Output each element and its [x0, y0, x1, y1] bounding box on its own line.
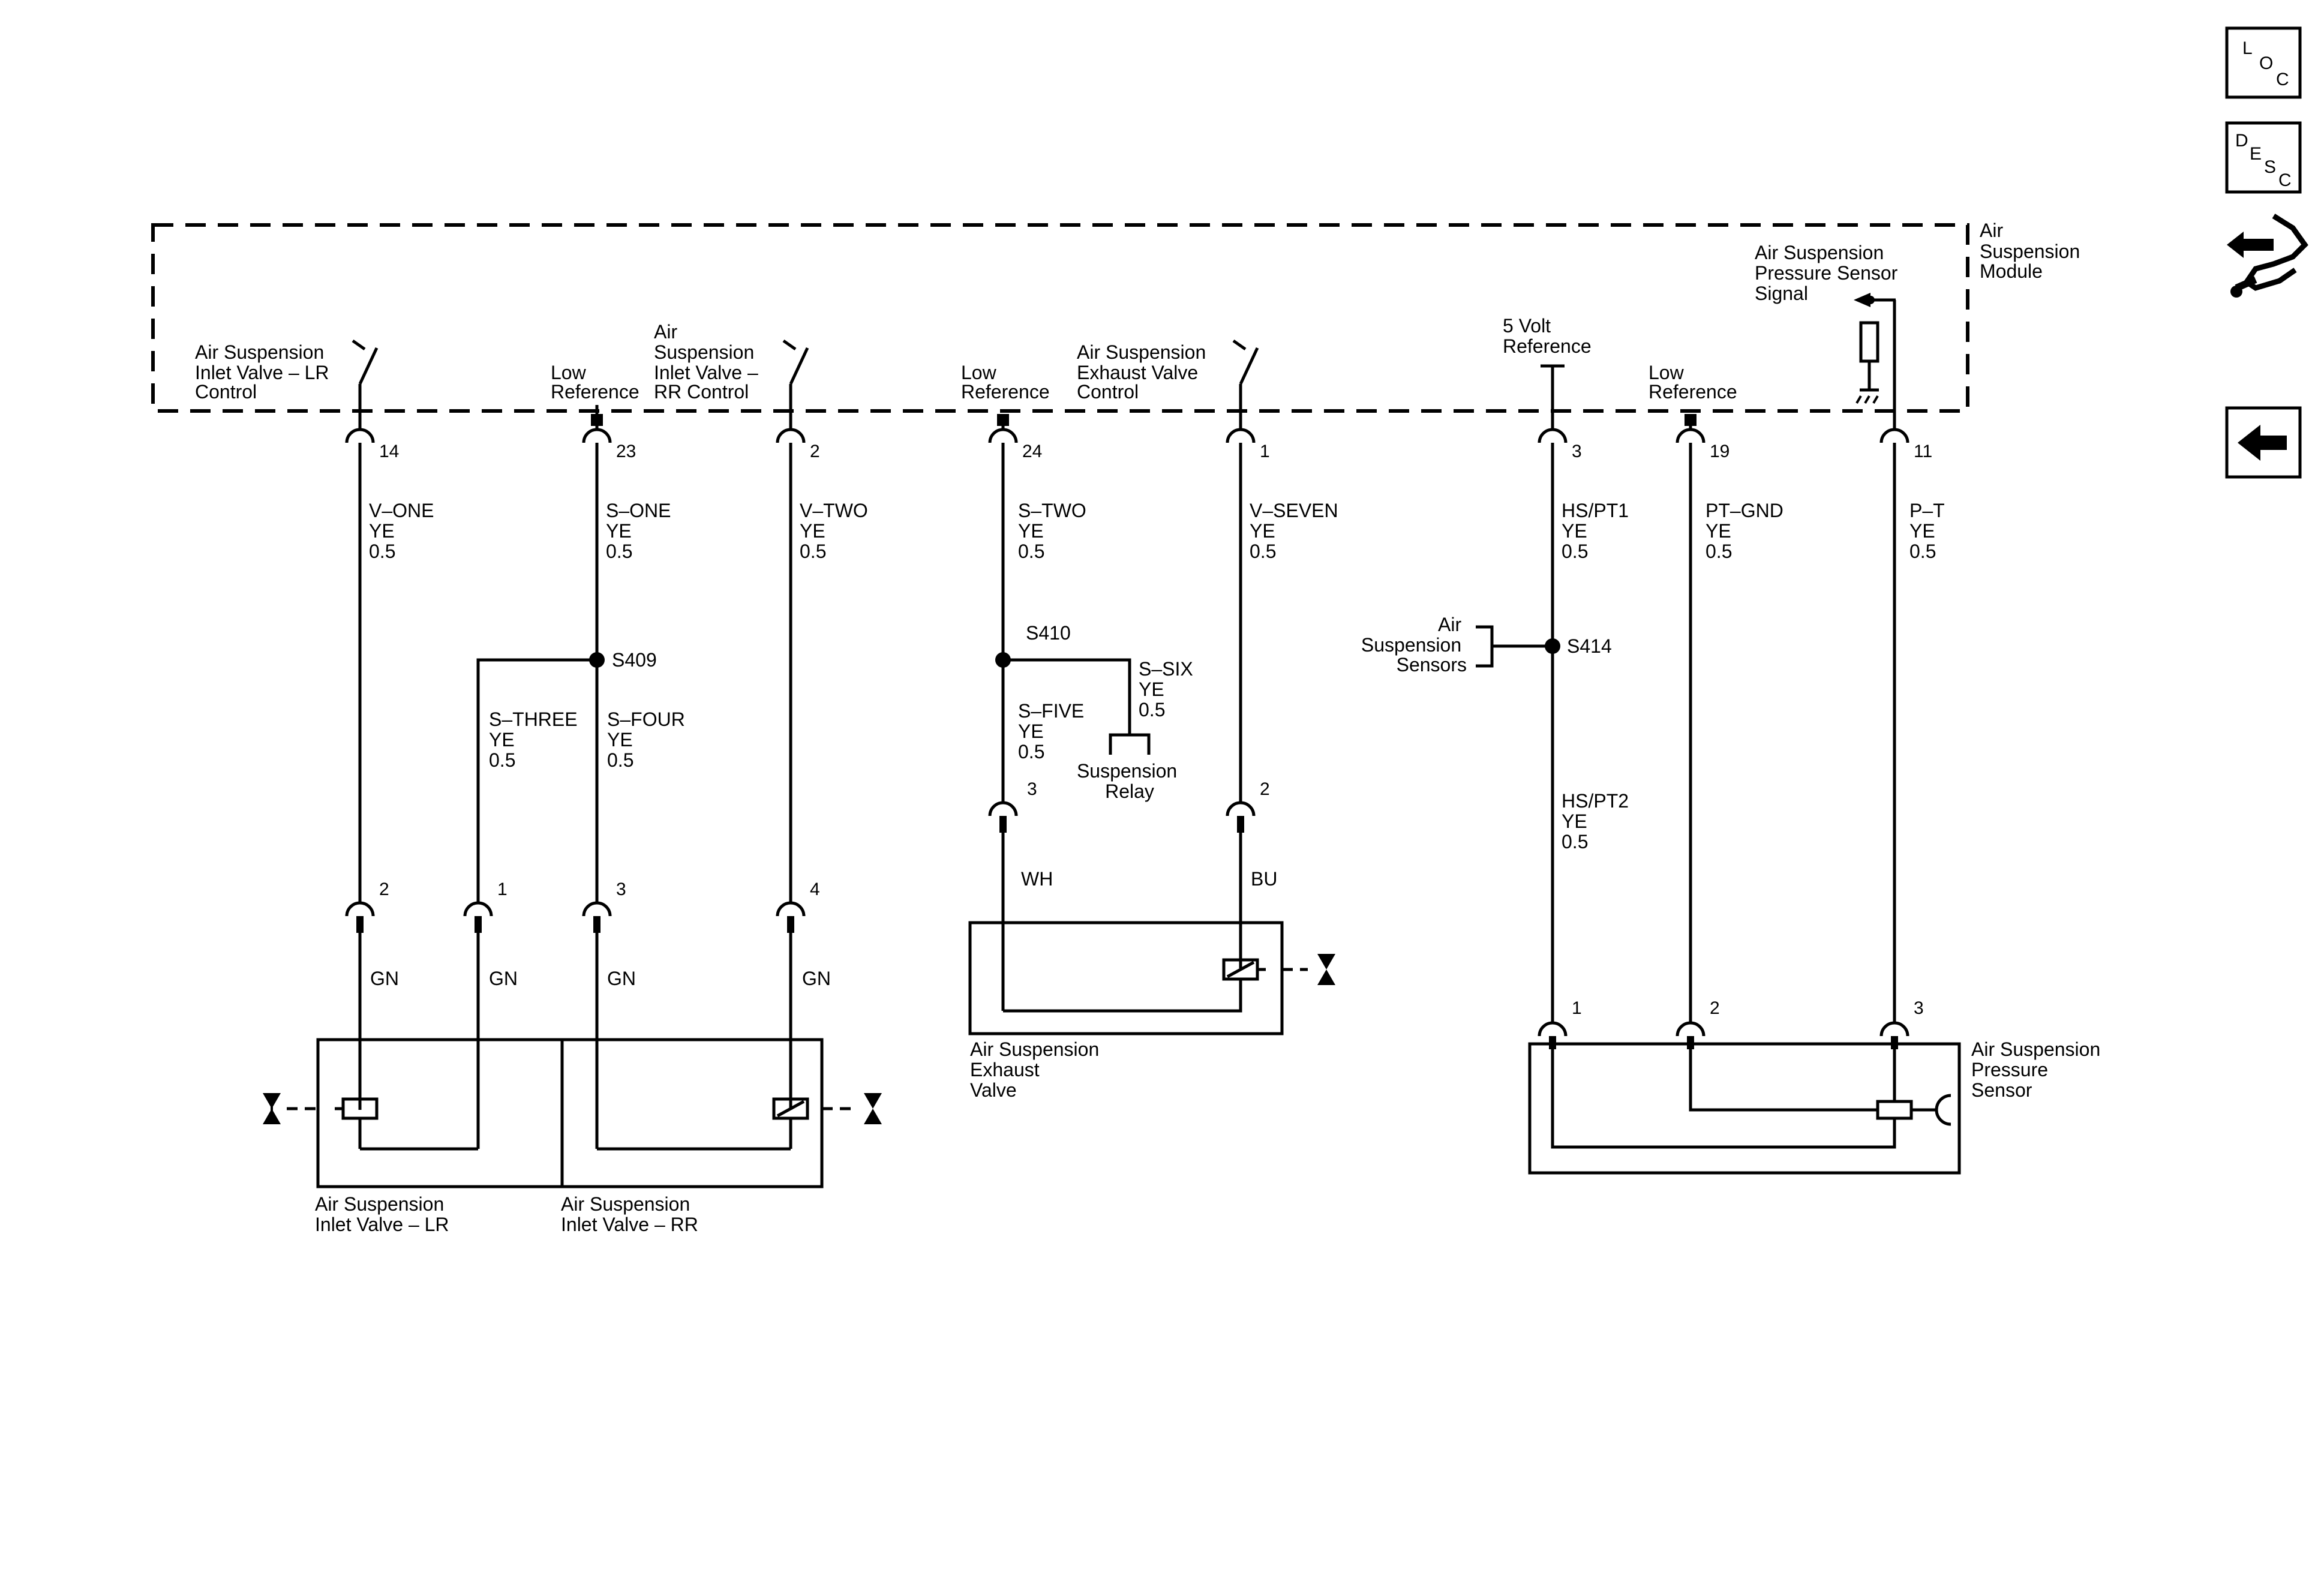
- splice-s409-dot: [589, 652, 605, 668]
- suspension-relay-symbol: [1109, 733, 1151, 755]
- switch-inlet-lr: [352, 339, 379, 414]
- pin-m-19: 19: [1710, 442, 1730, 461]
- valve-exhaust-symbol-icon: [1317, 954, 1335, 985]
- wire-hs-pt1: HS/PT1 YE 0.5: [1562, 500, 1634, 562]
- svg-text:S: S: [2264, 157, 2276, 177]
- wire-pt-gnd: PT–GND YE 0.5: [1706, 500, 1789, 562]
- pressure-sensor-box: [1528, 1042, 1961, 1175]
- switch-inlet-rr: [782, 339, 809, 414]
- valve-lr-symbol-icon: [263, 1093, 281, 1124]
- pin-m-11: 11: [1914, 442, 1932, 461]
- pin-m-1: 1: [1260, 442, 1270, 461]
- pin-ps-3: 3: [1914, 998, 1924, 1018]
- splice-s410: S410: [1026, 622, 1071, 644]
- pin-ex-2: 2: [1260, 779, 1270, 799]
- wire-gn-3: GN: [607, 968, 636, 989]
- label-exhaust-control: Air Suspension Exhaust Valve Control: [1077, 341, 1211, 403]
- wire-bu: BU: [1251, 868, 1277, 890]
- arrow-left-icon: [2238, 425, 2287, 461]
- label-inlet-valve-lr: Air Suspension Inlet Valve – LR: [315, 1193, 449, 1235]
- module-pin-cups: [345, 428, 1909, 443]
- wire-v-seven: V–SEVEN YE 0.5: [1250, 500, 1344, 562]
- label-pressure-sensor: Air Suspension Pressure Sensor: [1971, 1038, 2106, 1101]
- wrench-connector-icon[interactable]: [2227, 214, 2308, 298]
- lower-pin-cups: [345, 801, 1909, 1037]
- label-inlet-valve-rr: Air Suspension Inlet Valve – RR: [561, 1193, 698, 1235]
- label-pressure-signal: Air Suspension Pressure Sensor Signal: [1755, 242, 1903, 304]
- label-low-reference-1: Low Reference: [551, 362, 639, 403]
- module-boundary: [151, 223, 1969, 413]
- air-suspension-sensors-bracket: [1476, 625, 1500, 668]
- splice-s414-dot: [1545, 638, 1560, 654]
- pin-ex-3: 3: [1027, 779, 1037, 799]
- exhaust-valve-circuit: [1003, 958, 1269, 1013]
- wire-s-two: S–TWO YE 0.5: [1018, 500, 1092, 562]
- wire-gn-1: GN: [370, 968, 399, 989]
- pin-lr-2: 2: [379, 879, 389, 899]
- module-name: Air Suspension Module: [1980, 220, 2085, 282]
- splice-s409: S409: [612, 649, 657, 671]
- inlet-valve-rr-box: [560, 1038, 824, 1188]
- label-inlet-lr-control: Air Suspension Inlet Valve – LR Control: [195, 341, 334, 403]
- wire-wh: WH: [1021, 868, 1053, 890]
- label-exhaust-valve: Air Suspension Exhaust Valve: [970, 1038, 1104, 1101]
- pin-m-24: 24: [1022, 442, 1042, 461]
- switch-exhaust: [1232, 339, 1259, 414]
- inlet-valve-rr-circuit: [597, 1097, 809, 1151]
- pin-m-3: 3: [1572, 442, 1582, 461]
- label-five-volt-reference: 5 Volt Reference: [1503, 315, 1592, 357]
- wire-s-six: S–SIX YE 0.5: [1139, 658, 1199, 721]
- splice-s410-dot: [995, 652, 1011, 668]
- label-low-reference-2: Low Reference: [961, 362, 1050, 403]
- wire-v-one: V–ONE YE 0.5: [369, 500, 439, 562]
- wire-s-one: S–ONE YE 0.5: [606, 500, 676, 562]
- svg-text:D: D: [2235, 131, 2248, 151]
- inlet-valve-lr-box: [316, 1038, 564, 1188]
- wire-gn-2: GN: [489, 968, 518, 989]
- svg-text:O: O: [2259, 53, 2273, 73]
- desc-button[interactable]: D E S C: [2225, 121, 2302, 194]
- pin-ps-1: 1: [1572, 998, 1582, 1018]
- back-button[interactable]: [2225, 406, 2302, 479]
- wire-s-three: S–THREE YE 0.5: [489, 709, 582, 771]
- wire-s-four: S–FOUR YE 0.5: [607, 709, 690, 771]
- pin-m-14: 14: [379, 442, 399, 461]
- wire-gn-4: GN: [802, 968, 831, 989]
- five-volt-symbol: [1541, 364, 1565, 414]
- label-suspension-relay: Suspension Relay: [1077, 760, 1182, 802]
- pin-lr-1: 1: [497, 879, 508, 899]
- pin-m-23: 23: [616, 442, 636, 461]
- pin-rr-4: 4: [810, 879, 820, 899]
- loc-button[interactable]: L O C: [2225, 26, 2302, 99]
- svg-text:E: E: [2250, 144, 2262, 164]
- pressure-signal-internal: [1854, 293, 1896, 414]
- pin-m-2: 2: [810, 442, 820, 461]
- svg-text:L: L: [2242, 38, 2253, 58]
- lower-wires: [358, 833, 1242, 1149]
- wire-s-five: S–FIVE YE 0.5: [1018, 700, 1089, 763]
- label-air-suspension-sensors: Air Suspension Sensors: [1361, 614, 1467, 676]
- svg-text:C: C: [2276, 70, 2289, 89]
- module-pin-stubs: [358, 414, 1896, 430]
- wire-hs-pt2: HS/PT2 YE 0.5: [1562, 790, 1634, 852]
- label-inlet-rr-control: Air Suspension Inlet Valve – RR Control: [654, 321, 764, 403]
- valve-rr-symbol-icon: [864, 1093, 882, 1124]
- lower-pin-marks: [356, 816, 1898, 1049]
- wire-p-t: P–T YE 0.5: [1909, 500, 1950, 562]
- pressure-sensor-circuit: [1551, 1049, 1951, 1149]
- wire-v-two: V–TWO YE 0.5: [800, 500, 873, 562]
- svg-text:C: C: [2278, 170, 2292, 190]
- pin-ps-2: 2: [1710, 998, 1720, 1018]
- label-low-reference-3: Low Reference: [1649, 362, 1737, 403]
- inlet-valve-lr-circuit: [331, 1097, 478, 1151]
- exhaust-valve-box: [968, 921, 1284, 1035]
- pin-rr-3: 3: [616, 879, 626, 899]
- wires: [358, 443, 1896, 1023]
- splice-s414: S414: [1567, 635, 1612, 657]
